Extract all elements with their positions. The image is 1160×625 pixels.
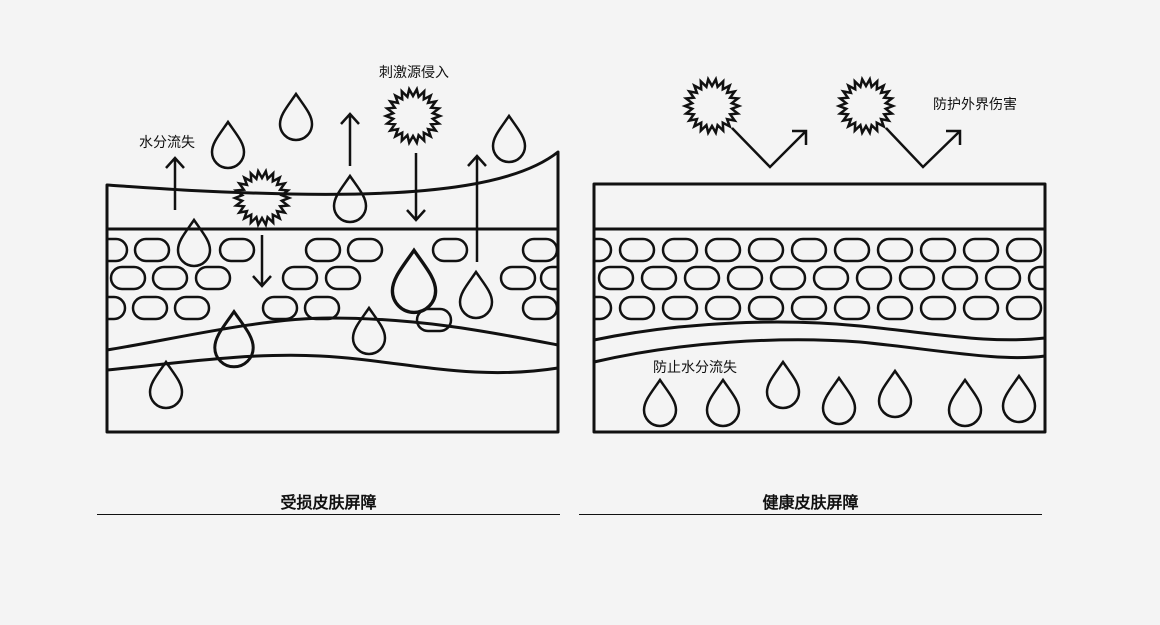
irritant-starbursts (231, 85, 444, 229)
deflect-arrow-icon (885, 127, 962, 169)
skin-cell (876, 295, 914, 321)
arrow-up-icon (467, 154, 487, 262)
skin-cell (919, 237, 957, 263)
skin-cell (618, 237, 656, 263)
skin-cell (683, 265, 721, 291)
blocked-irritants (681, 75, 962, 169)
arrow-down-icon (252, 235, 272, 288)
skin-cell (876, 237, 914, 263)
damaged-title-underline (97, 514, 560, 515)
damaged-skin-panel: 水分流失 刺激源侵入 (105, 64, 560, 434)
skin-cell (726, 265, 764, 291)
skin-cell (833, 237, 871, 263)
damaged-arrows (165, 112, 487, 288)
skin-cell (919, 295, 957, 321)
skin-cell (704, 295, 742, 321)
damaged-barrier-title: 受损皮肤屏障 (280, 493, 377, 512)
skin-cell (790, 237, 828, 263)
skin-cell (1005, 295, 1043, 321)
label-protect: 防护外界伤害 (933, 97, 1017, 113)
skin-cell (769, 265, 807, 291)
skin-cell (640, 265, 678, 291)
skin-cell (747, 295, 785, 321)
skin-cell (962, 237, 1000, 263)
healthy-skin-box (592, 182, 1047, 434)
skin-cell (618, 295, 656, 321)
healthy-barrier-title: 健康皮肤屏障 (762, 493, 859, 512)
skin-cell (984, 265, 1022, 291)
healthy-cell-layer (594, 237, 1045, 321)
healthy-skin-panel: 防护外界伤害 防止水分流失 (592, 75, 1047, 434)
label-irritant-entry: 刺激源侵入 (379, 64, 449, 81)
skin-cell (1005, 237, 1043, 263)
healthy-title-underline (579, 514, 1042, 515)
deflect-arrow-icon (731, 127, 808, 169)
irritant-icon (835, 75, 897, 137)
skin-cell (747, 237, 785, 263)
label-prevent-loss: 防止水分流失 (653, 360, 737, 376)
irritant-icon (382, 85, 444, 147)
skin-cell (812, 265, 850, 291)
skin-cell (855, 265, 893, 291)
skin-cell (833, 295, 871, 321)
irritant-icon (681, 75, 743, 137)
skin-cell (790, 295, 828, 321)
skin-cell (962, 295, 1000, 321)
skin-cell (704, 237, 742, 263)
skin-cell (597, 265, 635, 291)
skin-cell (661, 237, 699, 263)
arrow-up-icon (340, 112, 360, 166)
skin-cell (898, 265, 936, 291)
arrow-up-icon (165, 156, 185, 210)
arrow-down-icon (406, 153, 426, 222)
skin-cell (941, 265, 979, 291)
irritant-icon (231, 167, 293, 229)
damaged-cell-layer (107, 237, 558, 333)
skin-cell (661, 295, 699, 321)
label-water-loss: 水分流失 (139, 135, 195, 151)
